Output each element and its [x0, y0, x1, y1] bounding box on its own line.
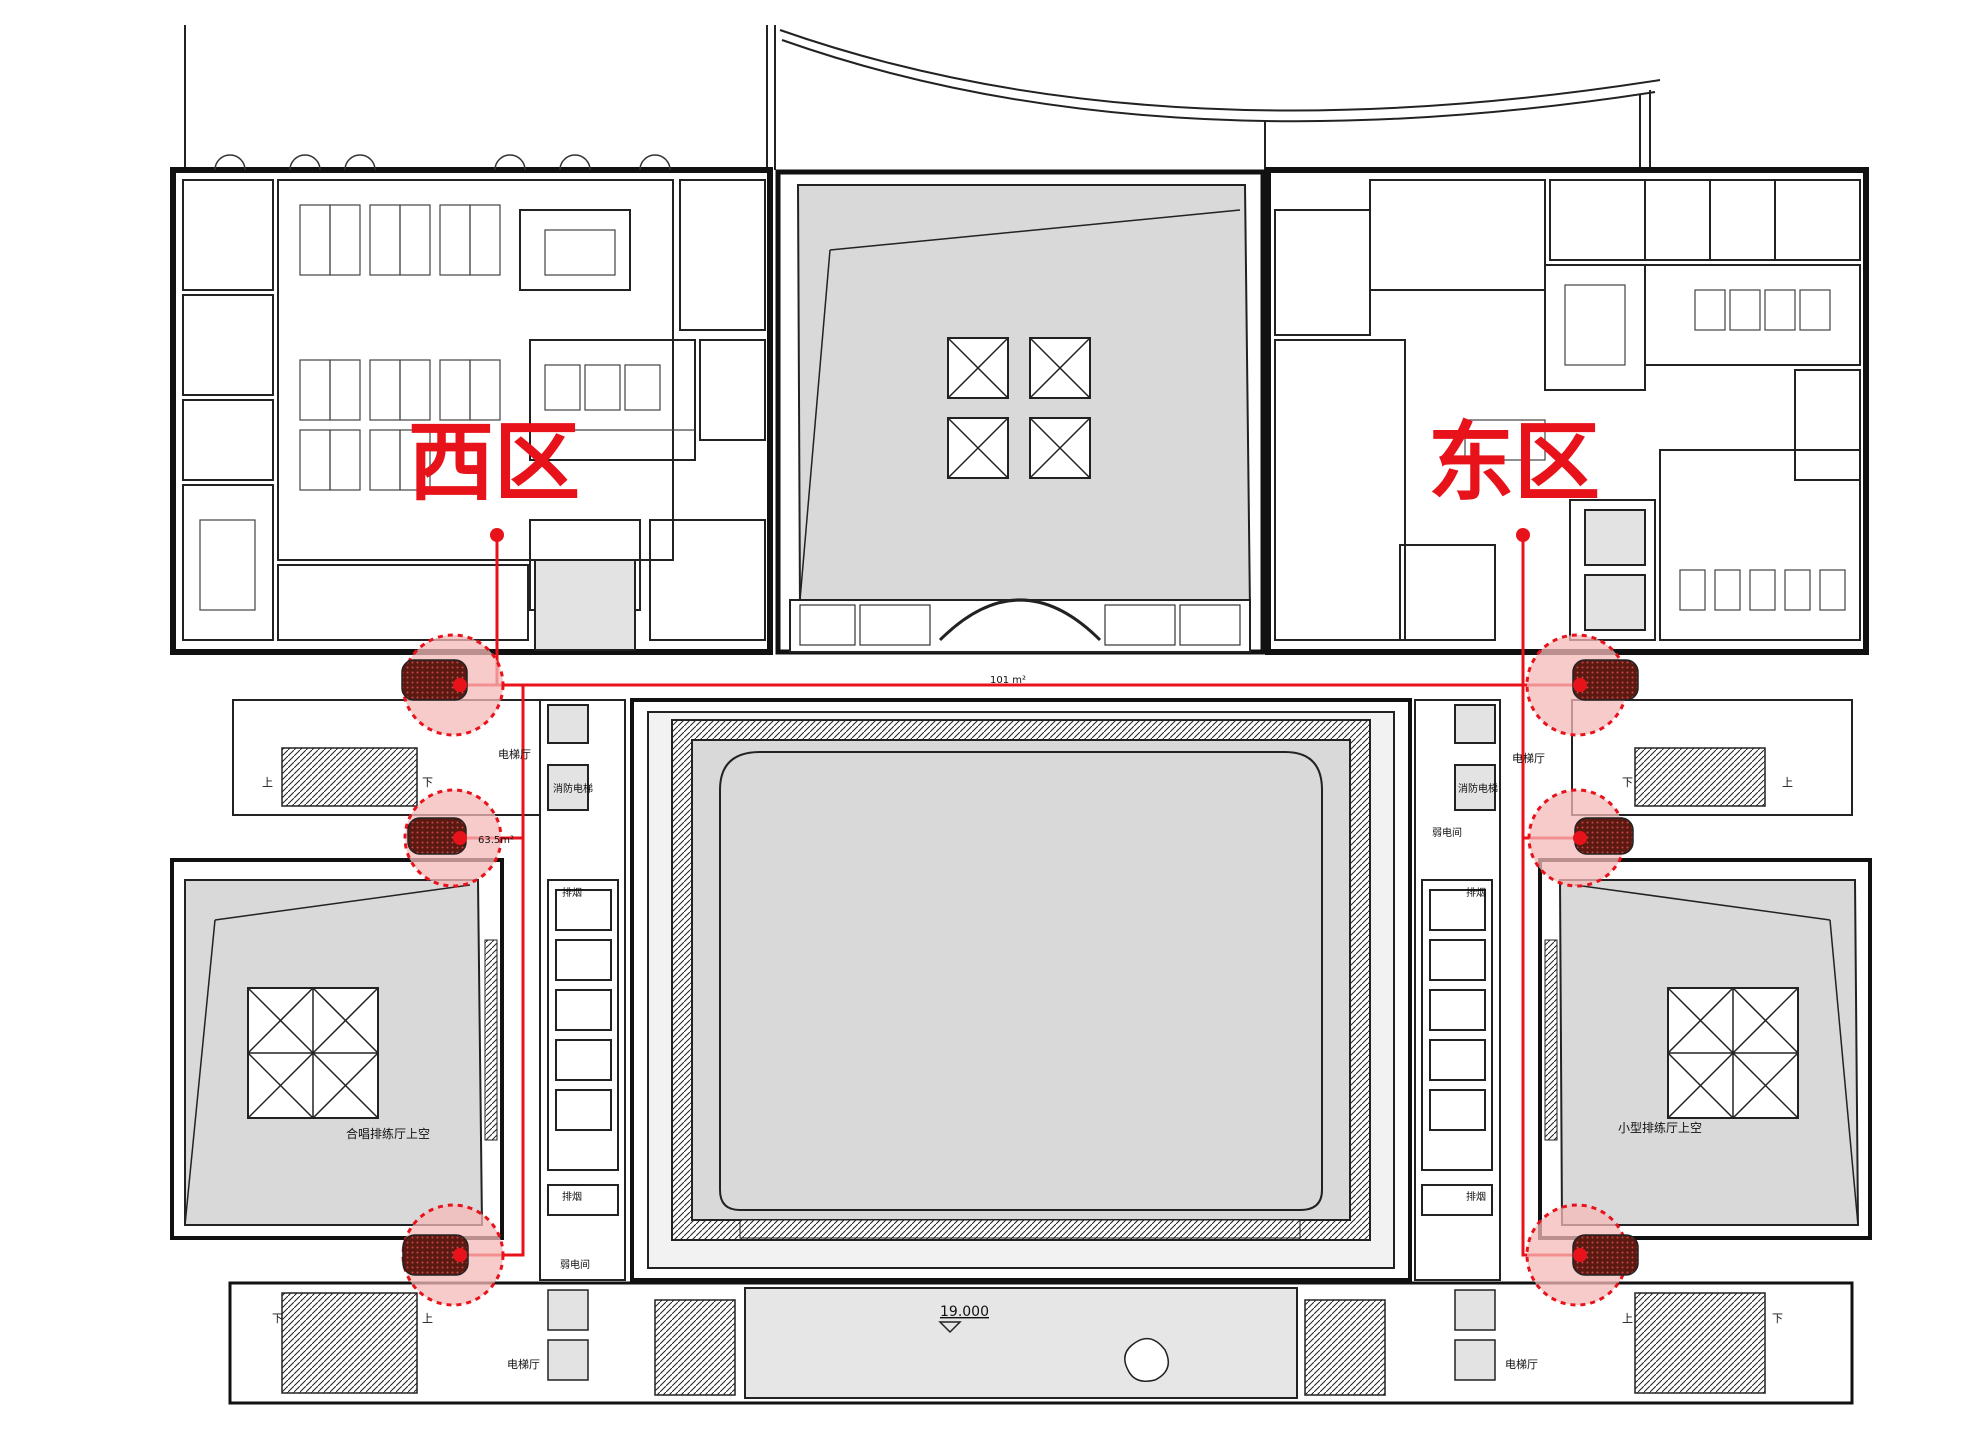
stair-up-label-ul: 上: [262, 776, 273, 789]
elevator-hall-label-ul: 电梯厅: [498, 748, 531, 761]
fire-elevator-label-r: 消防电梯: [1458, 782, 1498, 795]
canopy-lines: [184, 25, 1661, 170]
elevator-hall-label-lr: 电梯厅: [1505, 1358, 1538, 1371]
elevation-marker-icon: [938, 1321, 962, 1334]
smoke-label-r1: 排烟: [1466, 886, 1486, 899]
bottom-strip: [228, 1281, 1854, 1405]
east-office-block: [1265, 167, 1869, 655]
stair-down-label-ur: 下: [1622, 776, 1633, 789]
corridor-area-label: 101 m²: [990, 675, 1026, 686]
route-nodes: [490, 528, 1530, 542]
smoke-label-l1: 排烟: [562, 886, 582, 899]
smoke-label-l2: 排烟: [562, 1190, 582, 1203]
weak-room-label-r: 弱电间: [1432, 826, 1462, 839]
west-service-core: [539, 699, 626, 1281]
refuge-marker-3: [401, 1203, 505, 1307]
right-rehearsal-hall: [1538, 858, 1872, 1240]
left-hall-label: 合唱排练厅上空: [346, 1126, 430, 1141]
refuge-marker-2: [403, 788, 503, 888]
stair-down-label-ul: 下: [422, 776, 433, 789]
stair-up-label-lr: 上: [1622, 1312, 1633, 1325]
left-rehearsal-hall: [170, 858, 504, 1240]
zone-label-east: 东区: [1428, 413, 1600, 513]
stair-wing-ur: [1571, 699, 1853, 816]
refuge-marker-4: [1525, 633, 1639, 737]
smoke-label-r2: 排烟: [1466, 1190, 1486, 1203]
zone-label-west: 西区: [408, 413, 580, 513]
stair-up-label-ll: 上: [422, 1312, 433, 1325]
east-service-core: [1414, 699, 1501, 1281]
elevator-hall-label-ll: 电梯厅: [507, 1358, 540, 1371]
refuge-marker-6: [1525, 1203, 1639, 1307]
central-stage: [630, 698, 1412, 1282]
refuge-marker-1: [401, 633, 505, 737]
right-hall-label: 小型排练厅上空: [1618, 1120, 1702, 1135]
small-area-label: 63.5m²: [478, 835, 514, 846]
weak-room-label-l: 弱电间: [560, 1258, 590, 1271]
elevator-hall-label-ur: 电梯厅: [1512, 752, 1545, 765]
refuge-marker-5: [1527, 788, 1634, 888]
fire-elevator-label-l: 消防电梯: [553, 782, 593, 795]
west-office-block: [170, 154, 773, 655]
stair-up-label-ur: 上: [1782, 776, 1793, 789]
stair-down-label-lr: 下: [1772, 1312, 1783, 1325]
central-atrium-block: [775, 169, 1266, 655]
stair-wing-ul: [232, 699, 541, 816]
stair-down-label-ll: 下: [272, 1312, 283, 1325]
elevation-label: 19.000: [940, 1304, 989, 1320]
